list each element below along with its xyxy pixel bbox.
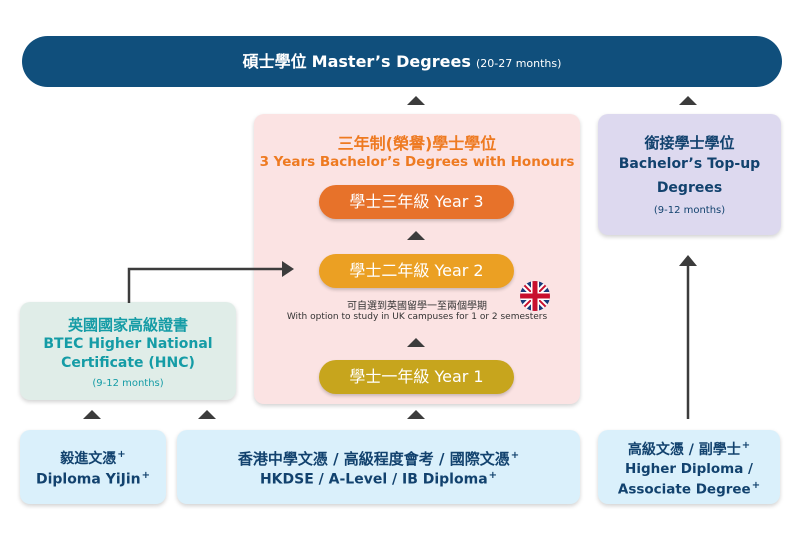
hkdse-title-en: HKDSE / A-Level / IB Diploma	[259, 471, 488, 488]
uk-flag-icon	[520, 281, 550, 311]
masters-title-en: Master’s Degrees	[311, 52, 471, 71]
hnc-title-en-line2: Certificate (HNC)	[61, 355, 195, 371]
honours-degree-panel: 三年制(榮譽)學士學位 3 Years Bachelor’s Degrees w…	[254, 114, 580, 404]
arrow-up-icon	[407, 231, 425, 240]
arrow-up-icon	[407, 96, 425, 105]
arrow-up-icon	[678, 255, 698, 423]
arrow-up-icon	[679, 96, 697, 105]
arrow-right-icon	[124, 259, 296, 305]
topup-duration: (9-12 months)	[653, 205, 726, 216]
yijin-title-zh: 毅進文憑	[60, 451, 117, 467]
yijin-title-en: Diploma YiJin	[35, 471, 141, 488]
honours-title-en: 3 Years Bachelor’s Degrees with Honours	[259, 154, 575, 170]
masters-duration: (20-27 months)	[475, 57, 562, 70]
hnc-duration: (9-12 months)	[92, 378, 164, 389]
year-1-pill: 學士一年級 Year 1	[319, 360, 514, 394]
plus-mark: +	[141, 470, 151, 481]
arrow-up-icon	[407, 338, 425, 347]
higher-diploma-title-zh: 高級文憑 / 副學士	[627, 442, 741, 458]
uk-option-zh: 可自選到英國留學一至兩個學期	[347, 301, 487, 312]
arrow-up-icon	[198, 410, 216, 419]
plus-mark: +	[488, 470, 498, 481]
honours-title-zh: 三年制(榮譽)學士學位	[337, 134, 497, 153]
topup-degree-panel: 銜接學士學位 Bachelor’s Top-up Degrees (9-12 m…	[598, 114, 781, 235]
arrow-up-icon	[407, 410, 425, 419]
uk-option-en: With option to study in UK campuses for …	[286, 312, 548, 322]
hnc-title-zh: 英國國家高級證書	[67, 316, 188, 334]
hkdse-box: 香港中學文憑 / 高級程度會考 / 國際文憑+ HKDSE / A-Level …	[177, 430, 580, 504]
hkdse-title-zh: 香港中學文憑 / 高級程度會考 / 國際文憑	[237, 450, 510, 468]
hnc-panel: 英國國家高級證書 BTEC Higher National Certificat…	[20, 302, 236, 400]
higher-diploma-title-en-line2: Associate Degree	[617, 481, 751, 498]
plus-mark: +	[117, 449, 126, 461]
topup-title-en-line2: Degrees	[656, 180, 723, 196]
topup-title-zh: 銜接學士學位	[644, 134, 735, 152]
masters-title-zh: 碩士學位	[242, 52, 307, 71]
topup-title-en-line1: Bachelor’s Top-up	[618, 156, 761, 172]
hnc-title-en-line1: BTEC Higher National	[43, 336, 213, 352]
higher-diploma-box: 高級文憑 / 副學士+ Higher Diploma / Associate D…	[598, 430, 780, 504]
plus-mark: +	[510, 450, 520, 461]
plus-mark: +	[741, 440, 751, 452]
plus-mark: +	[751, 480, 761, 491]
higher-diploma-title-en-line1: Higher Diploma /	[625, 461, 753, 477]
masters-degrees-bar: 碩士學位 Master’s Degrees (20-27 months)	[22, 36, 782, 87]
year-3-pill: 學士三年級 Year 3	[319, 185, 514, 219]
arrow-up-icon	[83, 410, 101, 419]
year-2-pill: 學士二年級 Year 2	[319, 254, 514, 288]
diploma-yijin-box: 毅進文憑+ Diploma YiJin+	[20, 430, 166, 504]
